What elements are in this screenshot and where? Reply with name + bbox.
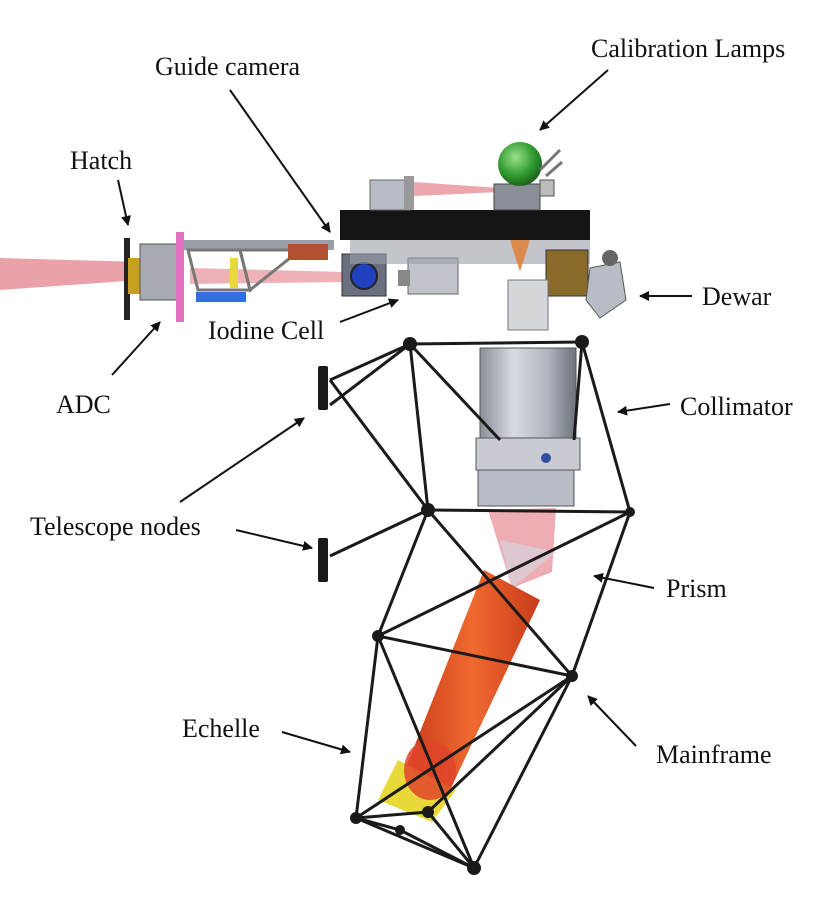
- telescope-nodes: [318, 366, 328, 582]
- hatch-assembly: [124, 238, 142, 320]
- label-echelle: Echelle: [182, 714, 260, 743]
- label-collimator: Collimator: [680, 392, 793, 421]
- label-calibration-lamps: Calibration Lamps: [591, 34, 786, 63]
- label-dewar: Dewar: [702, 282, 772, 311]
- label-guide-camera: Guide camera: [155, 52, 301, 81]
- label-hatch: Hatch: [70, 146, 133, 175]
- dewar: [507, 240, 627, 331]
- calibration-lamps: [493, 142, 563, 211]
- truss-nodes: [350, 335, 635, 875]
- mainframe-truss: [328, 340, 632, 870]
- label-adc: ADC: [56, 390, 111, 419]
- label-iodine-cell: Iodine Cell: [208, 316, 325, 345]
- label-prism: Prism: [666, 574, 727, 603]
- adc-assembly: [139, 232, 334, 322]
- label-mainframe: Mainframe: [656, 740, 772, 769]
- label-telescope-nodes: Telescope nodes: [30, 512, 201, 541]
- label-arrows: [111, 69, 692, 755]
- dispersed-beam: [378, 508, 556, 822]
- collimator: [475, 347, 581, 507]
